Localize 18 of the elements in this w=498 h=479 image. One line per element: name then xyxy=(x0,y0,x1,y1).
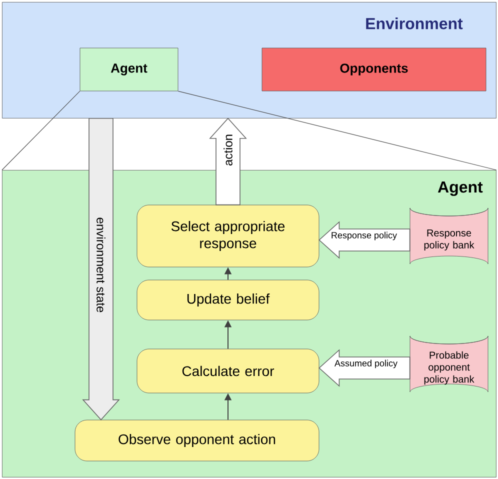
database-cylinder: Response policy bank xyxy=(410,208,488,264)
process-box: Update belief xyxy=(136,280,320,320)
database-cylinder: Probable opponent policy bank xyxy=(410,336,488,392)
block-arrow xyxy=(209,118,247,206)
zoom-line xyxy=(178,90,497,170)
block-arrow xyxy=(318,221,410,259)
zoom-line xyxy=(2,90,80,170)
edge-label: environment state xyxy=(96,218,106,312)
block-arrow xyxy=(318,349,410,387)
agent-box: Agent xyxy=(80,48,178,92)
edge-label: action xyxy=(224,134,232,166)
edge-label: Assumed policy xyxy=(334,360,398,368)
edge-label: Response policy xyxy=(332,232,397,240)
process-box: Observe opponent action xyxy=(74,420,320,462)
opponents-box: Opponents xyxy=(262,48,486,92)
block-arrow xyxy=(82,118,120,420)
process-box: Select appropriate response xyxy=(136,204,320,268)
process-box: Calculate error xyxy=(136,348,320,394)
